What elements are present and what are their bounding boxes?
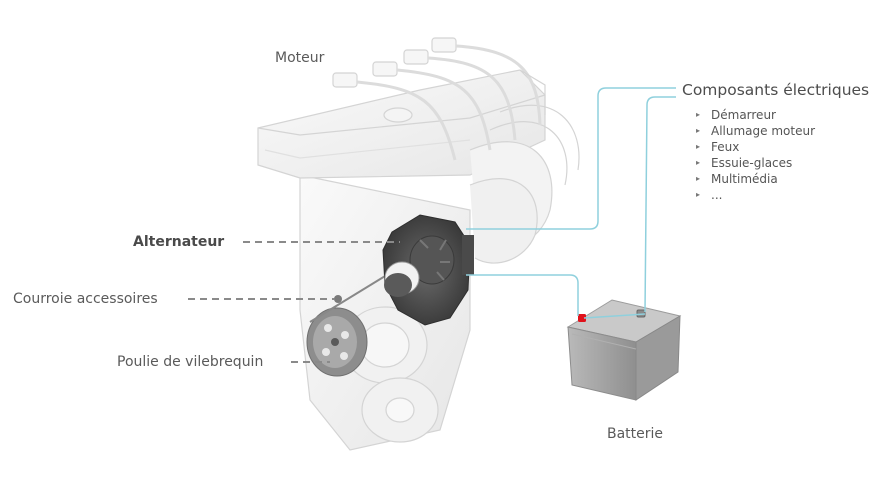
engine-label: Moteur xyxy=(275,50,325,66)
triangle-bullet-icon: ▸ xyxy=(696,126,701,135)
list-item: ▸Démarreur xyxy=(696,108,776,122)
electrical-components-list: ▸Démarreur ▸Allumage moteur ▸Feux ▸Essui… xyxy=(694,107,815,203)
accessory-belt-marker xyxy=(334,295,342,303)
wire-battery-to-components xyxy=(644,96,676,313)
list-item: ▸Multimédia xyxy=(696,172,778,186)
list-item: ▸Essuie-glaces xyxy=(696,156,793,170)
alternator-label: Alternateur xyxy=(133,234,225,250)
list-item: ▸Allumage moteur xyxy=(696,124,815,138)
list-item: ▸... xyxy=(696,188,723,202)
wire-battery-top xyxy=(583,313,646,319)
list-item: ▸Feux xyxy=(696,140,740,154)
battery-illustration xyxy=(566,299,682,401)
triangle-bullet-icon: ▸ xyxy=(696,174,701,183)
wire-alternator-to-battery xyxy=(466,274,579,316)
battery-negative-terminal xyxy=(636,309,646,318)
electrical-components-title: Composants électriques xyxy=(682,81,870,99)
engine-illustration xyxy=(257,37,580,451)
crankshaft-pulley-label: Poulie de vilebrequin xyxy=(117,354,264,370)
accessory-belt-label: Courroie accessoires xyxy=(13,291,158,307)
crankshaft-pulley-illustration xyxy=(306,307,368,377)
wire-alternator-to-components xyxy=(466,87,676,230)
alternator-illustration xyxy=(382,214,474,326)
wiring xyxy=(466,87,676,319)
triangle-bullet-icon: ▸ xyxy=(696,158,701,167)
battery-positive-terminal xyxy=(578,314,586,322)
triangle-bullet-icon: ▸ xyxy=(696,142,701,151)
accessory-belt-illustration xyxy=(309,269,396,323)
triangle-bullet-icon: ▸ xyxy=(696,190,701,199)
triangle-bullet-icon: ▸ xyxy=(696,110,701,119)
battery-label: Batterie xyxy=(607,426,664,442)
